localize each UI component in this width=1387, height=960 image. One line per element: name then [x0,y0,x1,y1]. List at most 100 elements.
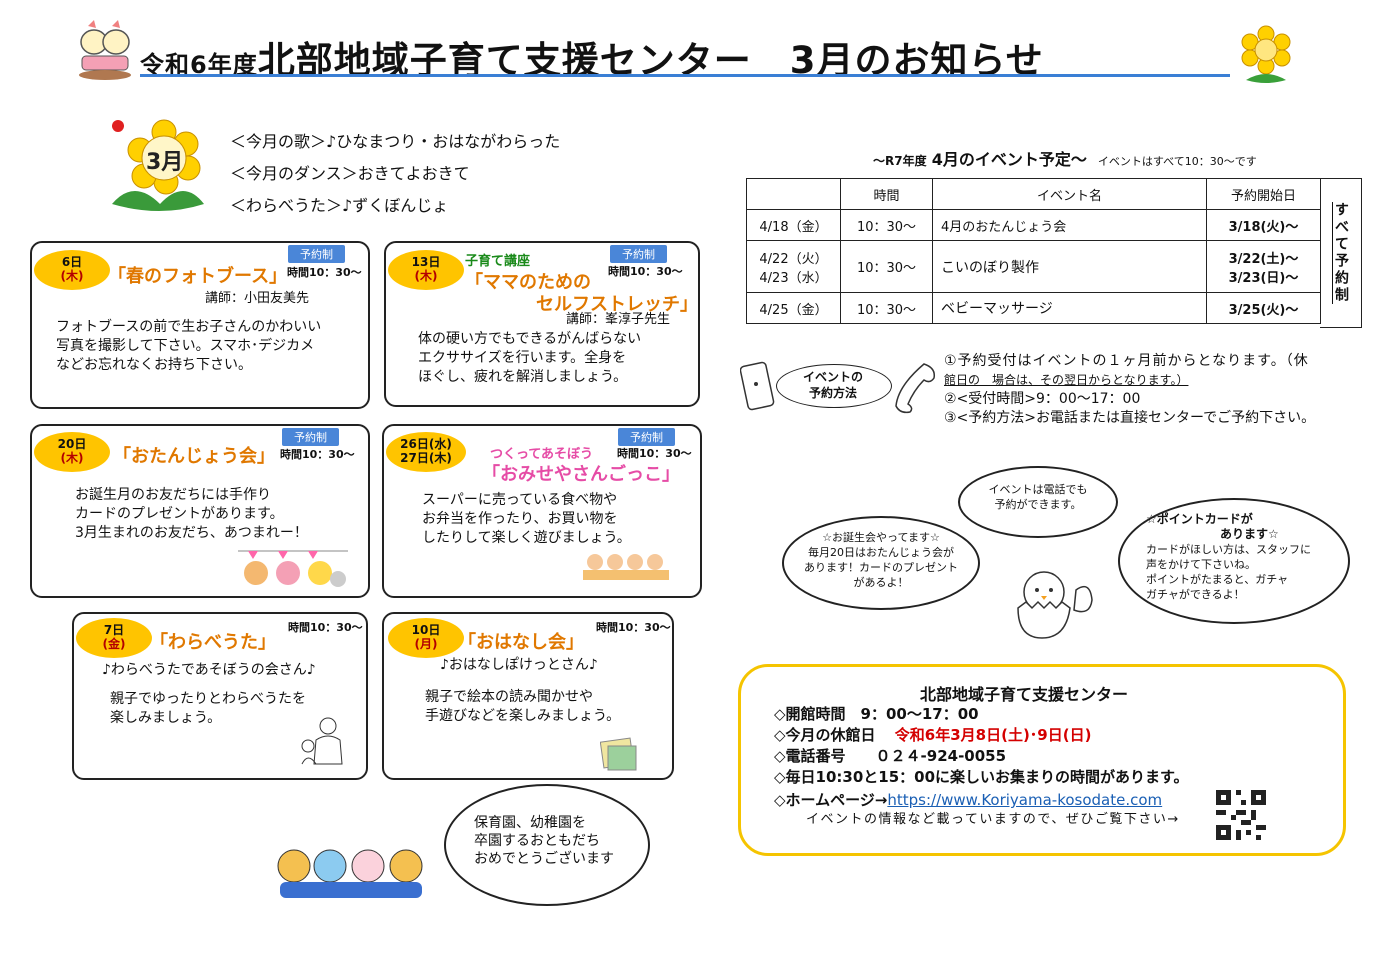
children-shopping-icon [583,548,669,582]
description-line: したりして楽しく遊びましょう。 [422,530,631,546]
event-description: 体の硬い方でもできるがんばらない エクササイズを行います。全身を ほぐし、疲れを… [418,330,641,387]
bubble-line: 予約ができます。 [994,498,1082,511]
event-description: 親子で絵本の読み聞かせや 手遊びなどを楽しみましょう。 [425,688,620,726]
description-line: 親子で絵本の読み聞かせや [425,689,593,705]
bubble-line: ガチャができるよ！ [1146,588,1245,601]
birthday-bubble-text: ☆お誕生会やってます☆ 毎月20日はおたんじょう会が あります！カードのプレゼン… [790,530,972,590]
bubble-line: ポイントがたまると、ガチャ [1146,573,1289,586]
event-weekday: (木) [60,451,84,465]
bubble-line: カードがほしい方は、スタッフに [1146,543,1311,556]
description-line: カードのプレゼントがあります。 [75,506,284,522]
description-line: 手遊びなどを楽しみましょう。 [425,708,621,724]
closed-label: ◇今月の休館日 [774,726,876,744]
center-info-box [738,664,1346,856]
event-weekday: (金) [102,637,126,651]
event-description: フォトブースの前で生お子さんのかわいい 写真を撮影して下さい。スマホ･デジカメ … [56,318,321,375]
message-line: 保育園、幼稚園を [474,815,586,831]
homepage-link[interactable]: https://www.Koriyama-kosodate.com [887,791,1163,809]
bubble-line: 声をかけて下さいね。 [1146,558,1256,571]
warabeuta-of-month: ＜わらべうた＞♪ずくぼんじょ [230,196,449,215]
schedule-heading: ～R7年度 4月のイベント予定～ イベントはすべて10：30～です [873,146,1257,170]
qr-code-icon[interactable] [1216,790,1266,840]
table-header-row: 時間 イベント名 予約開始日 [746,178,1321,210]
cat-illustration-icon [74,20,136,82]
bubble-line: あります☆ [1220,527,1279,541]
event-teacher: 講師：峯淳子先生 [566,312,671,327]
header-cell: イベント名 [932,178,1207,210]
howto-bubble [776,364,892,408]
opening-hours: ◇開館時間 9：00～17：00 [774,705,979,723]
event-day: 7日 [103,623,125,637]
date-line: 4/23（水） [759,270,828,286]
reservation-badge: 予約制 [610,245,667,263]
event-subtitle: ♪おはなしぽけっとさん♪ [440,657,598,673]
header-cell: 予約開始日 [1206,178,1321,210]
start-line: 3/23(日)～ [1228,270,1299,286]
start-cell: 3/18(火)～ [1206,209,1321,241]
graduation-message: 保育園、幼稚園を 卒園するおともだち おめでとうございます [474,814,614,868]
bubble-line: ☆お誕生会やってます☆ [822,531,940,544]
phone-bubble-text: イベントは電話でも 予約ができます。 [968,482,1108,512]
month-badge: 3月 [146,150,184,175]
label-line: 予約方法 [808,386,857,400]
event-time: 時間10：30～ [617,447,692,460]
bubble-line: あります！カードのプレゼント [804,561,958,574]
event-time: 時間10：30～ [287,266,362,279]
description-line: エクササイズを行います。全身を [418,350,627,366]
header-cell: 時間 [840,178,933,210]
event-title: 「わらべうた」 [150,632,276,653]
message-line: 卒園するおともだち [474,833,600,849]
event-date-badge: 13日(木) [388,250,464,290]
description-line: 親子でゆったりとわらべうたを [110,691,306,707]
description-line: お弁当を作ったり、お買い物を [422,511,618,527]
description-line: ほぐし、疲れを解消しましょう。 [418,369,628,385]
event-name-cell: 4月のおたんじょう会 [932,209,1207,241]
bubble-line: ☆ポイントカードが [1146,512,1253,526]
schedule-table: 時間 イベント名 予約開始日 4/18（金） 10：30～ 4月のおたんじょう会… [746,178,1321,324]
birthday-animals-icon [238,545,348,589]
event-title: 「春のフォトブース」 [108,266,288,287]
event-description: お誕生月のお友だちには手作り カードのプレゼントがあります。 3月生まれのお友だ… [75,486,308,543]
parent-child-icon [298,716,346,766]
reservation-badge: 予約制 [618,428,675,446]
description-line: 3月生まれのお友だち、あつまれー！ [75,525,308,541]
header-cell [746,178,841,210]
center-name: 北部地域子育て支援センター [920,685,1129,704]
bubble-line: イベントは電話でも [988,483,1088,496]
event-weekday: (月) [414,637,438,651]
event-day: 10日 [411,623,441,637]
event-name-cell: こいのぼり製作 [932,240,1207,293]
time-cell: 10：30～ [840,240,933,293]
table-row: 4/18（金） 10：30～ 4月のおたんじょう会 3/18(火)～ [746,209,1321,241]
event-date-badge: 26日(水)27日(木) [386,432,466,472]
event-date-badge: 6日(木) [34,250,110,290]
bubble-line: 毎月20日はおたんじょう会が [808,546,954,559]
bubble-line: があるよ！ [853,576,909,589]
event-category: つくってあそぼう [490,447,593,462]
smartphone-icon [739,360,780,414]
table-row: 4/25（金） 10：30～ ベビーマッサージ 3/25(火)～ [746,292,1321,324]
reservation-badge: 予約制 [282,428,339,446]
event-weekday: (木) [414,269,438,283]
all-reservation-label: すべて予約制 [1320,178,1362,328]
event-subtitle: ♪わらべうたであそぼうの会さん♪ [102,662,316,678]
schedule-title: 4月のイベント予定～ [931,150,1087,169]
event-title: 「おみせやさんごっこ」 [482,464,680,485]
description-line: お誕生月のお友だちには手作り [75,487,271,503]
event-time: 時間10：30～ [596,621,671,634]
description-line: スーパーに売っている食べ物や [422,492,618,508]
howto-line: ①予約受付はイベントの１ヶ月前からとなります。（休 [944,353,1309,369]
howto-label: イベントの 予約方法 [790,369,876,401]
description-line: などお忘れなくお持ち下さい。 [56,357,252,373]
label-line: イベントの [802,370,863,384]
closed-days: ◇今月の休館日 令和6年3月8日(土)･9日(日) [774,724,1091,745]
birthday-bubble [782,516,980,610]
table-row: 4/22（火）4/23（水） 10：30～ こいのぼり製作 3/22(土)～3/… [746,240,1321,293]
song-of-month: ＜今月の歌＞♪ひなまつり・おはながわらった [230,132,561,151]
schedule-note: イベントはすべて10：30～です [1097,155,1257,168]
event-title-line1: 「ママのための [465,272,591,293]
event-date-badge: 10日(月) [388,618,464,658]
chick-in-egg-icon [1010,560,1100,640]
event-name-cell: ベビーマッサージ [932,292,1207,324]
description-line: 体の硬い方でもできるがんばらない [418,331,642,347]
